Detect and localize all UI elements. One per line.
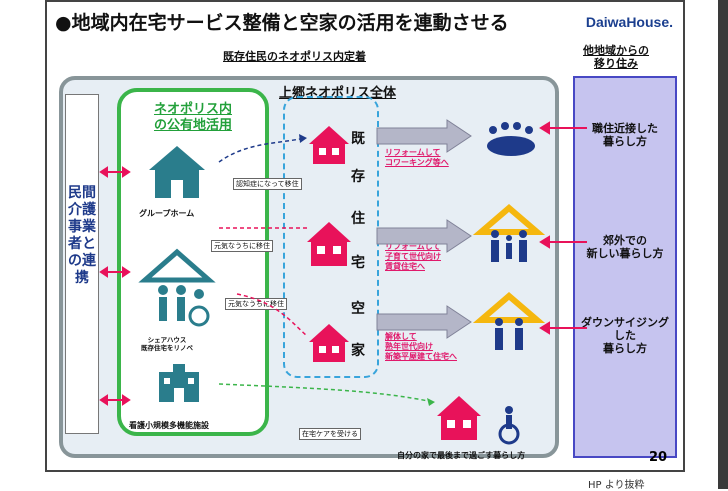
self-home-icon [437,396,481,440]
lifestyle-downsizing: ダウンサイジング した 暮らし方 [581,316,669,355]
note-healthy-1: 元気なうちに移住 [211,240,273,252]
wheelchair-icon [498,406,520,445]
share-house-label: シェアハウス 既存住宅をリノベ [141,336,193,352]
footer-source: HP より抜粋 [588,480,645,491]
reform-coworking: リフォームして コワーキング等へ [385,148,449,167]
lifestyle-arrows [539,121,587,335]
vacant-char-5: 空 [351,301,365,317]
vacant-char-6: 家 [351,343,365,359]
reform-rebuild: 解体して 熟年世代向け 新築平屋建て住宅へ [385,332,457,361]
window-edge-strip [718,0,728,489]
diagram-graphics [99,119,587,445]
vacant-char-3: 住 [351,211,365,227]
family-house-icon-1 [472,204,546,262]
slide-title: ●地域内在宅サービス整備と空家の活用を連動させる [55,12,509,34]
vacant-char-1: 既 [351,131,365,147]
vacant-char-4: 宅 [351,255,365,271]
public-land-title: ネオポリス内 の公有地活用 [153,102,232,133]
lifestyle-suburban: 郊外での 新しい暮らし方 [586,234,664,260]
vacant-char-2: 存 [351,169,365,185]
migration-panel: 職住近接した 暮らし方 郊外での 新しい暮らし方 ダウンサイジング した 暮らし… [573,76,677,458]
vacant-house-icon-1 [309,126,349,164]
note-dementia: 認知症になって移住 [233,178,302,190]
private-care-panel: 民間介護事業者との連携 [65,94,99,434]
vacant-house-icon-3 [309,324,349,362]
self-home-label: 自分の家で最後まで過ごす暮らし方 [397,451,526,460]
care-facility-icon [159,364,199,402]
group-home-label: グループホーム [139,209,195,218]
care-facility-label: 看護小規模多機能施設 [129,421,209,430]
page-number: 20 [649,450,668,465]
right-header: 他地域からの 移り住み [583,44,649,70]
meeting-people-icon [487,122,535,156]
brand-logo: DaiwaHouse. [585,14,673,30]
note-homecare: 在宅ケアを受ける [299,428,361,440]
share-house-icon [138,248,216,327]
pink-double-arrows [99,166,131,406]
reform-arrows [376,119,472,339]
lifestyle-workplace: 職住近接した 暮らし方 [592,122,658,148]
vacant-house-icon-2 [307,222,351,266]
private-care-label: 民間介護事業者との連携 [68,185,96,286]
family-house-icon-2 [472,292,546,350]
reform-rental: リフォームして 子育て世代向け 賃貸住宅へ [385,242,441,271]
slide: ●地域内在宅サービス整備と空家の活用を連動させる DaiwaHouse. 既存住… [45,0,685,472]
group-home-icon [149,146,205,198]
left-header: 既存住民のネオポリス内定着 [223,50,366,63]
